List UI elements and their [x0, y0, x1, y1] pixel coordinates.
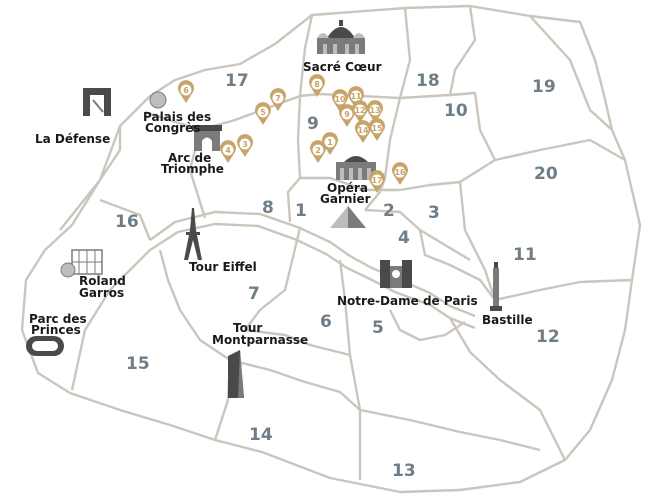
skyscraper-icon — [228, 350, 244, 398]
map-pin-16[interactable]: 16 — [392, 162, 408, 185]
stadium-icon — [26, 336, 64, 356]
city-boundary — [20, 4, 642, 494]
arrondissement-label-3: 3 — [428, 203, 440, 223]
svg-text:7: 7 — [275, 94, 281, 103]
svg-text:4: 4 — [225, 146, 231, 155]
opera-garnier-icon — [336, 156, 376, 180]
label-roland-garros-2: Garros — [79, 286, 124, 300]
arrondissement-label-16: 16 — [115, 212, 139, 232]
svg-text:2: 2 — [315, 146, 321, 155]
map-pin-12[interactable]: 12 — [352, 100, 368, 123]
arrondissement-label-4: 4 — [398, 228, 410, 248]
map-pin-11[interactable]: 11 — [348, 86, 364, 109]
place-labels: Sacré Cœur Palais des Congrès La Défense… — [29, 60, 533, 347]
notre-dame-icon — [380, 260, 412, 288]
louvre-pyramid-icon — [330, 206, 366, 228]
label-opera-garnier-1: Opéra — [327, 181, 368, 195]
label-palais-des-congres-1: Palais des — [143, 110, 211, 124]
map-pin-17[interactable]: 17 — [369, 170, 385, 193]
label-tour-montparnasse-2: Montparnasse — [212, 333, 308, 347]
arc-de-triomphe-icon — [192, 125, 222, 151]
svg-text:14: 14 — [357, 126, 369, 135]
arrondissement-label-18: 18 — [416, 71, 440, 91]
map-pin-1[interactable]: 1 — [322, 132, 338, 155]
arrondissement-label-5: 5 — [372, 318, 384, 338]
eiffel-tower-icon — [184, 208, 202, 260]
svg-text:8: 8 — [314, 80, 320, 89]
grande-arche-icon — [83, 88, 111, 116]
arrondissement-label-11: 11 — [513, 245, 537, 265]
arrondissement-label-6: 6 — [320, 312, 332, 332]
arrondissement-label-1: 1 — [295, 201, 307, 221]
svg-text:11: 11 — [350, 92, 362, 101]
label-arc-de-triomphe-1: Arc de — [168, 151, 211, 165]
svg-text:15: 15 — [371, 124, 383, 133]
sacre-coeur-icon — [317, 20, 365, 54]
label-parc-des-princes-1: Parc des — [29, 312, 87, 326]
arrondissement-label-8: 8 — [262, 198, 274, 218]
map-pin-5[interactable]: 5 — [255, 102, 271, 125]
label-roland-garros-1: Roland — [79, 274, 126, 288]
arrondissement-label-20: 20 — [534, 164, 558, 184]
map-pin-9[interactable]: 9 — [339, 104, 355, 127]
map-pin-7[interactable]: 7 — [270, 88, 286, 111]
svg-text:9: 9 — [344, 110, 350, 119]
svg-text:1: 1 — [327, 138, 333, 147]
label-notre-dame: Notre-Dame de Paris — [337, 294, 478, 308]
map-pin-4[interactable]: 4 — [220, 140, 236, 163]
svg-text:6: 6 — [183, 86, 189, 95]
label-tour-montparnasse-1: Tour — [233, 321, 262, 335]
label-opera-garnier-2: Garnier — [320, 192, 371, 206]
map-pin-14[interactable]: 14 — [355, 120, 371, 143]
arrondissement-label-15: 15 — [126, 354, 150, 374]
seine-north-bank — [149, 210, 476, 318]
arrondissement-label-2: 2 — [383, 201, 395, 221]
arrondissement-label-10: 10 — [444, 101, 468, 121]
map-pin-13[interactable]: 13 — [367, 100, 383, 123]
svg-text:13: 13 — [369, 106, 380, 115]
arrondissement-label-13: 13 — [392, 461, 416, 481]
map-pin-10[interactable]: 10 — [332, 89, 348, 112]
arrondissement-label-14: 14 — [249, 425, 273, 445]
label-la-defense: La Défense — [35, 132, 110, 146]
arrondissement-label-9: 9 — [307, 114, 319, 134]
label-sacre-coeur: Sacré Cœur — [303, 60, 382, 74]
arrondissement-labels: 1 2 3 4 5 6 7 8 9 10 11 12 13 14 15 16 1… — [115, 71, 560, 481]
label-palais-des-congres-2: Congrès — [145, 121, 200, 135]
arrondissement-label-19: 19 — [532, 77, 556, 97]
tennis-court-icon — [60, 249, 103, 278]
map-pin-8[interactable]: 8 — [309, 74, 325, 97]
svg-text:5: 5 — [260, 108, 266, 117]
map-pin-3[interactable]: 3 — [237, 134, 253, 157]
map-pin-2[interactable]: 2 — [310, 140, 326, 163]
svg-text:17: 17 — [371, 176, 382, 185]
label-arc-de-triomphe-2: Triomphe — [161, 162, 224, 176]
palais-des-congres-icon — [149, 91, 167, 109]
label-parc-des-princes-2: Princes — [31, 323, 81, 337]
bastille-column-icon — [490, 262, 502, 311]
arrondissement-borders — [59, 5, 633, 480]
map-pin-6[interactable]: 6 — [178, 80, 194, 103]
arrondissement-label-12: 12 — [536, 327, 560, 347]
svg-text:16: 16 — [394, 168, 406, 177]
pins: 1 2 3 4 5 6 7 8 9 10 11 12 13 14 15 16 1… — [178, 74, 408, 193]
map-pin-15[interactable]: 15 — [369, 118, 385, 141]
svg-text:3: 3 — [242, 140, 248, 149]
svg-text:10: 10 — [334, 95, 346, 104]
svg-text:12: 12 — [354, 106, 365, 115]
label-tour-eiffel: Tour Eiffel — [189, 260, 257, 274]
seine-south-bank — [149, 222, 476, 330]
arrondissement-label-17: 17 — [225, 71, 249, 91]
arrondissement-label-7: 7 — [248, 284, 260, 304]
label-bastille: Bastille — [482, 313, 533, 327]
